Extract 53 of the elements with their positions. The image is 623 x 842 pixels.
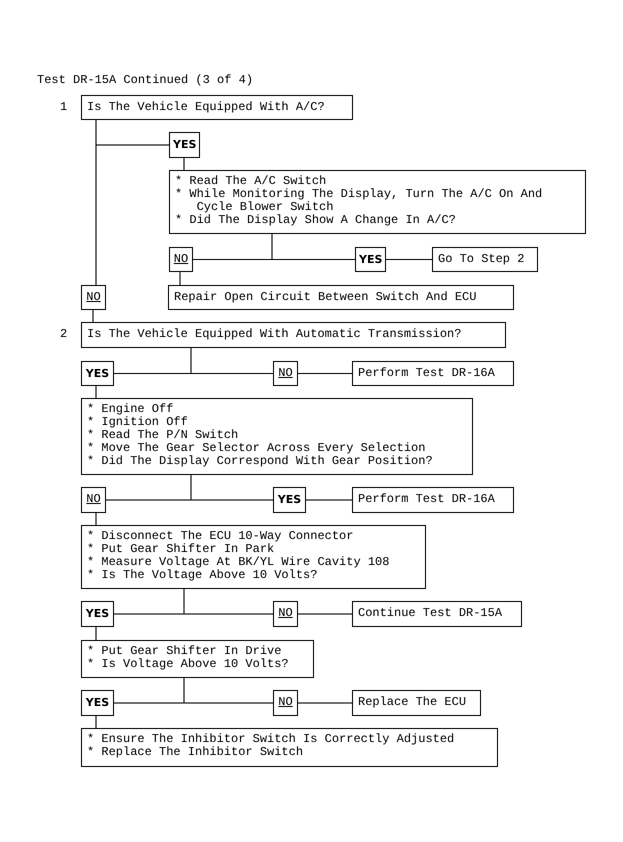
no-branch-label: NO [81, 285, 106, 310]
step-instruction: * Disconnect The ECU 10-Way Connector [87, 530, 354, 543]
step-instruction: * Read The A/C Switch [175, 175, 328, 188]
no-branch-label: NO [273, 601, 298, 627]
process-box: Continue Test DR-15A [352, 601, 522, 627]
step-instruction: * Is Voltage Above 10 Volts? [87, 658, 290, 671]
process-box [81, 728, 498, 767]
process-box: Perform Test DR-16A [352, 487, 514, 513]
yes-branch-label: YES [81, 361, 114, 386]
process-box [81, 640, 314, 678]
step-instruction: * Ensure The Inhibitor Switch Is Correctly Adjusted [87, 733, 456, 746]
step-instruction: * Ignition Off [87, 416, 189, 429]
step-instruction: * While Monitoring The Display, Turn The A/C On And Cycle Blower Switch [175, 188, 544, 214]
step-instruction: * Put Gear Shifter In Drive [87, 645, 282, 658]
connector-line [184, 588, 274, 614]
step-number: 1 [60, 101, 68, 114]
process-box: Perform Test DR-16A [352, 361, 514, 386]
step-instruction: * Did The Display Correspond With Gear Position? [87, 455, 434, 468]
question-text: Is The Vehicle Equipped With Automatic Transmission? [87, 327, 462, 341]
process-box [81, 525, 426, 589]
step-instruction: * Read The P/N Switch [87, 429, 240, 442]
yes-branch-label: YES [273, 487, 306, 513]
yes-branch-label: YES [355, 247, 386, 272]
no-branch-label: NO [81, 487, 106, 513]
connector-line [184, 678, 274, 704]
connector-line [272, 234, 356, 260]
step-instruction: * Engine Off [87, 403, 174, 416]
process-box: Repair Open Circuit Between Switch And ECU [168, 285, 514, 310]
connector-line [298, 373, 352, 374]
connector-line [298, 702, 352, 704]
yes-branch-label: YES [169, 132, 200, 158]
connector-line [386, 259, 432, 260]
step-instruction: * Put Gear Shifter In Park [87, 543, 276, 556]
process-box: Go To Step 2 [432, 247, 538, 272]
connector-line [190, 474, 274, 500]
step-instruction: * Is The Voltage Above 10 Volts? [87, 569, 318, 582]
process-box [169, 170, 586, 234]
no-branch-label: NO [169, 247, 193, 272]
connector-line [190, 348, 274, 374]
title: Test DR-15A Continued (3 of 4) [37, 73, 254, 87]
no-branch-label: NO [273, 361, 298, 386]
question-text: Is The Vehicle Equipped With A/C? [87, 100, 325, 114]
step-instruction: * Did The Display Show A Change In A/C? [175, 214, 457, 227]
step-instruction: * Replace The Inhibitor Switch [87, 746, 304, 759]
process-box [81, 398, 473, 475]
no-branch-label: NO [273, 690, 298, 716]
yes-branch-label: YES [81, 601, 114, 627]
connector-line [92, 310, 94, 322]
step-number: 2 [60, 328, 68, 341]
yes-branch-label: YES [81, 690, 114, 716]
process-box: Replace The ECU [352, 690, 481, 716]
step-instruction: * Measure Voltage At BK/YL Wire Cavity 108 [87, 556, 390, 569]
step-instruction: * Move The Gear Selector Across Every Selection [87, 442, 426, 455]
